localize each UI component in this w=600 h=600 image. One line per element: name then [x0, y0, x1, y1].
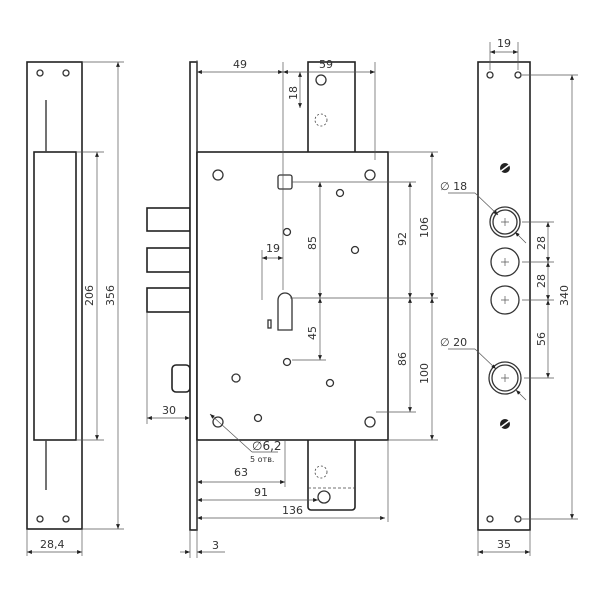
dim-35: 35	[497, 538, 511, 551]
dia-18: ∅ 18	[440, 180, 467, 193]
hole-diameter: ∅6,2	[252, 439, 282, 453]
dim-56: 56	[535, 332, 548, 346]
dim-28a: 28	[535, 236, 548, 250]
dim-206: 206	[83, 285, 96, 306]
dim-28-4: 28,4	[40, 538, 65, 551]
dim-3: 3	[212, 539, 219, 552]
dia-20: ∅ 20	[440, 336, 467, 349]
faceplate: 19 ∅ 18 ∅ 20 28 28 56 340 35	[440, 37, 578, 556]
dim-85: 85	[306, 236, 319, 250]
strike-plate: 206 356 28,4	[26, 61, 124, 556]
dim-59: 59	[319, 58, 333, 71]
dim-63: 63	[234, 466, 248, 479]
lock-body: 49 59 18 106 100 92 86 85 45 19 30 63 91…	[146, 58, 438, 558]
dim-19: 19	[266, 242, 280, 255]
dim-18: 18	[287, 86, 300, 100]
hole-count: 5 отв.	[250, 455, 274, 464]
dim-92: 92	[396, 232, 409, 246]
dim-49: 49	[233, 58, 247, 71]
dim-45: 45	[306, 326, 319, 340]
dim-91: 91	[254, 486, 268, 499]
dim-356: 356	[104, 285, 117, 306]
dim-30: 30	[162, 404, 176, 417]
dim-100: 100	[418, 363, 431, 384]
dim-86: 86	[396, 352, 409, 366]
dim-28b: 28	[535, 274, 548, 288]
dim-19-top: 19	[497, 37, 511, 50]
dim-340: 340	[558, 285, 571, 306]
dim-136: 136	[282, 504, 303, 517]
dim-106: 106	[418, 217, 431, 238]
